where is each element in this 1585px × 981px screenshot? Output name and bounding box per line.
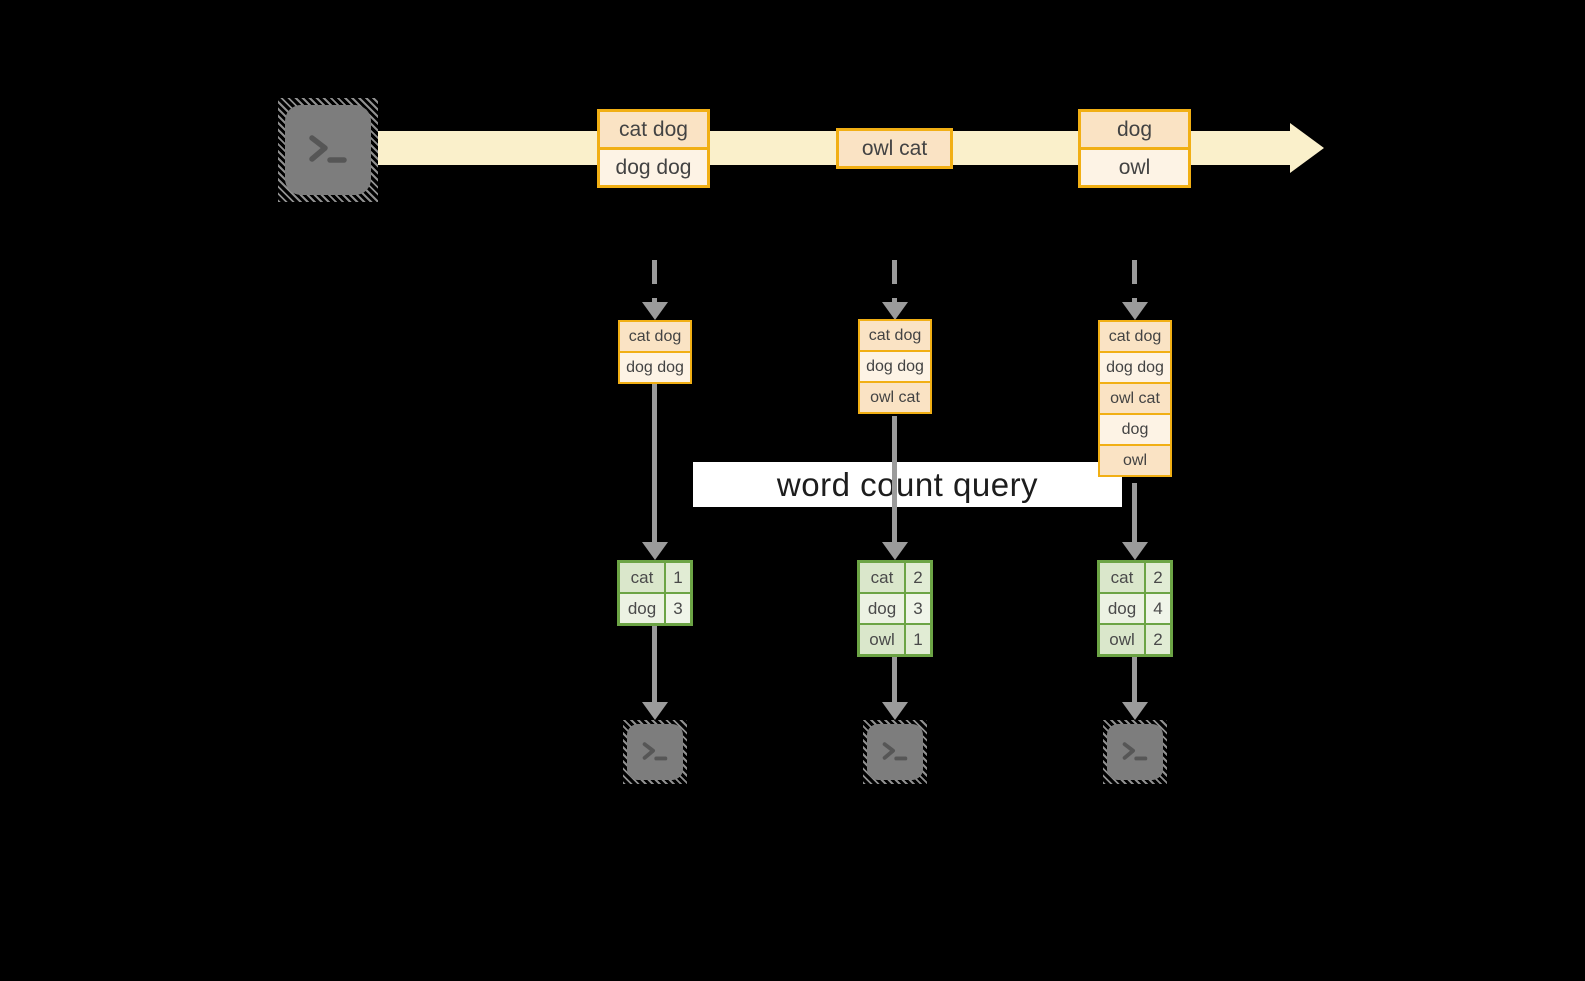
prompt-icon — [1122, 742, 1148, 761]
table-cell-word: cat — [860, 563, 904, 592]
table-cell-count: 3 — [906, 594, 930, 623]
event-row: owl — [1081, 150, 1188, 185]
stream-event-box-2: owl cat — [836, 128, 953, 169]
dispatch-arrow-3 — [1132, 260, 1137, 302]
query-arrow-1-head-icon — [642, 542, 668, 560]
table-cell-word: cat — [620, 563, 664, 592]
word-count-query-banner: word count query — [693, 462, 1122, 507]
dispatch-arrow-1-head-icon — [642, 302, 668, 320]
table-cell-word: owl — [1100, 625, 1144, 654]
output-arrow-2 — [892, 657, 897, 704]
sink-terminal-2-icon — [863, 720, 927, 784]
event-row: dog — [1081, 112, 1188, 147]
query-arrow-3-head-icon — [1122, 542, 1148, 560]
terminal-screen — [867, 724, 923, 780]
stack-row: dog dog — [1100, 353, 1170, 382]
dispatch-arrow-2 — [892, 260, 897, 302]
prompt-icon — [882, 742, 908, 761]
event-row: cat dog — [600, 112, 707, 147]
query-arrow-1 — [652, 384, 657, 544]
query-arrow-2-head-icon — [882, 542, 908, 560]
terminal-screen — [627, 724, 683, 780]
table-cell-word: dog — [860, 594, 904, 623]
table-cell-word: owl — [860, 625, 904, 654]
table-cell-count: 3 — [666, 594, 690, 623]
count-table-2: cat 2 dog 3 owl 1 — [857, 560, 933, 657]
sink-terminal-1-icon — [623, 720, 687, 784]
output-arrow-2-head-icon — [882, 702, 908, 720]
event-row: owl cat — [839, 131, 950, 166]
table-cell-count: 2 — [1146, 625, 1170, 654]
output-arrow-3-head-icon — [1122, 702, 1148, 720]
query-arrow-3 — [1132, 483, 1137, 544]
stack-row: dog dog — [860, 352, 930, 381]
output-arrow-3 — [1132, 657, 1137, 704]
stack-row: cat dog — [860, 321, 930, 350]
table-cell-word: dog — [620, 594, 664, 623]
output-arrow-1 — [652, 626, 657, 704]
output-arrow-1-head-icon — [642, 702, 668, 720]
sink-terminal-3-icon — [1103, 720, 1167, 784]
stack-row: dog — [1100, 415, 1170, 444]
window-stack-2: cat dog dog dog owl cat — [858, 319, 932, 414]
banner-label: word count query — [776, 465, 1039, 503]
dispatch-arrow-1 — [652, 260, 657, 302]
stream-event-box-1: cat dog dog dog — [597, 109, 710, 188]
window-stack-1: cat dog dog dog — [618, 320, 692, 384]
source-terminal-icon — [278, 98, 378, 202]
event-row: dog dog — [600, 150, 707, 185]
table-cell-count: 2 — [1146, 563, 1170, 592]
table-cell-count: 1 — [906, 625, 930, 654]
dispatch-arrow-2-head-icon — [882, 302, 908, 320]
prompt-icon — [642, 742, 668, 761]
stack-row: cat dog — [620, 322, 690, 351]
stack-row: cat dog — [1100, 322, 1170, 351]
table-cell-word: dog — [1100, 594, 1144, 623]
table-cell-count: 4 — [1146, 594, 1170, 623]
stack-row: owl — [1100, 446, 1170, 475]
table-cell-count: 1 — [666, 563, 690, 592]
terminal-screen — [285, 105, 371, 195]
table-cell-count: 2 — [906, 563, 930, 592]
count-table-1: cat 1 dog 3 — [617, 560, 693, 626]
stream-arrow-head-icon — [1290, 123, 1324, 173]
terminal-screen — [1107, 724, 1163, 780]
stack-row: owl cat — [860, 383, 930, 412]
window-stack-3: cat dog dog dog owl cat dog owl — [1098, 320, 1172, 477]
dispatch-arrow-3-head-icon — [1122, 302, 1148, 320]
query-arrow-2 — [892, 416, 897, 544]
stack-row: dog dog — [620, 353, 690, 382]
stream-event-box-3: dog owl — [1078, 109, 1191, 188]
prompt-icon — [309, 135, 347, 163]
stack-row: owl cat — [1100, 384, 1170, 413]
count-table-3: cat 2 dog 4 owl 2 — [1097, 560, 1173, 657]
table-cell-word: cat — [1100, 563, 1144, 592]
